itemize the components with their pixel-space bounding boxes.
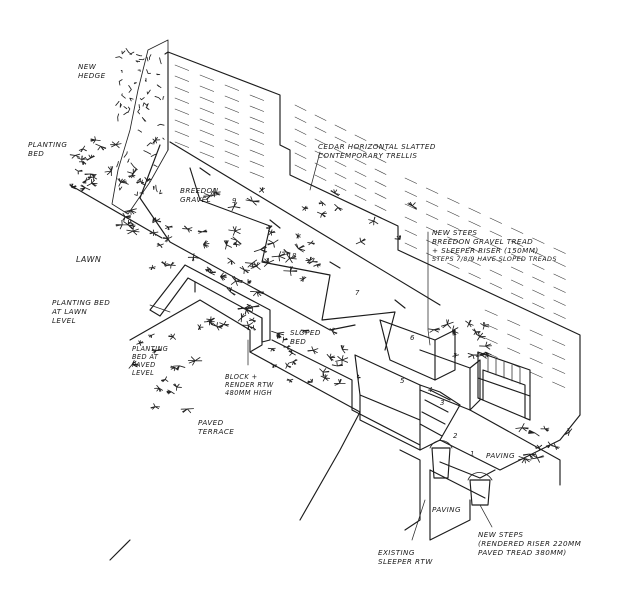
step-number: 5 <box>400 377 405 385</box>
label-planting-bed-lawn: PLANTING BED AT LAWN LEVEL <box>52 298 111 325</box>
cedar-trellis-wall <box>164 51 581 416</box>
label-lawn: LAWN <box>76 255 102 264</box>
label-planting-bed-paved: PLANTING BED AT PAVED LEVEL <box>132 345 169 377</box>
step-number: 9 <box>232 197 237 205</box>
step-number: 7 <box>355 289 360 297</box>
label-new-steps-top: NEW STEPS BREEDON GRAVEL TREAD + SLEEPER… <box>432 228 557 263</box>
step-number: 2 <box>453 432 458 440</box>
label-block-render: BLOCK + RENDER RTW 480mm HIGH <box>225 373 274 397</box>
step-numbers: 1 2 34 5 6 7 8 9 <box>232 197 474 458</box>
step-number: 3 <box>440 399 444 407</box>
step-number: 8 <box>292 252 297 260</box>
leader-lines <box>149 151 493 541</box>
step-number: 4 <box>428 386 432 394</box>
garden-bench <box>477 351 531 421</box>
label-paving-right: PAVING <box>486 451 515 460</box>
label-new-steps-bottom: NEW STEPS (RENDERED RISER 220mm PAVED TR… <box>478 530 582 557</box>
pots <box>429 440 493 506</box>
step-number: 6 <box>410 334 415 342</box>
planting-scribbles <box>69 136 573 464</box>
step-number: 1 <box>470 450 474 458</box>
new-hedge <box>111 39 169 215</box>
label-paving-bottom: PAVING <box>432 505 461 514</box>
